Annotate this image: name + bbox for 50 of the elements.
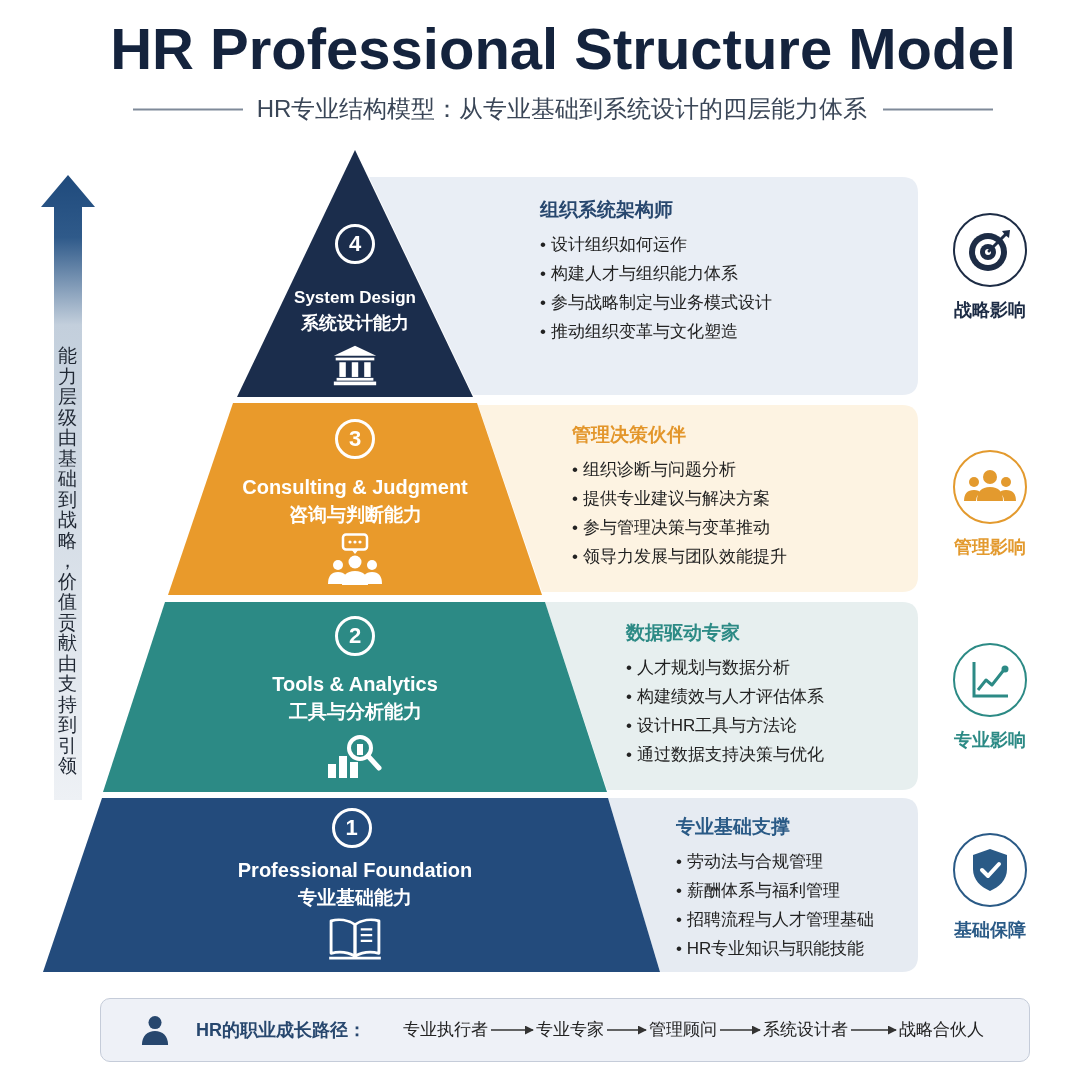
bullet-item: • 人才规划与数据分析 xyxy=(626,657,790,679)
bullet-item: • 招聘流程与人才管理基础 xyxy=(676,909,874,931)
career-path-bar xyxy=(100,998,1030,1062)
bullet-item: • 薪酬体系与福利管理 xyxy=(676,880,840,902)
arrow-caption: 能力层级由基础到战略，价值贡献由支持到引领 xyxy=(57,346,78,777)
bullet-item: • 构建人才与组织能力体系 xyxy=(540,263,738,285)
step-number: 1 xyxy=(331,808,372,848)
bullet-item: • HR专业知识与职能技能 xyxy=(676,938,865,960)
panel-heading: 组织系统架构师 xyxy=(540,198,673,222)
impact-label: 战略影响 xyxy=(954,299,1026,322)
bullet-item: • 推动组织变革与文化塑造 xyxy=(540,321,738,343)
bullet-item: • 提供专业建议与解决方案 xyxy=(572,488,770,510)
impact-label: 基础保障 xyxy=(954,919,1026,942)
career-stage: 系统设计者 xyxy=(763,1018,848,1042)
bullet-item: • 设计HR工具与方法论 xyxy=(626,715,798,737)
step-number: 3 xyxy=(335,419,375,459)
arrow xyxy=(490,1025,534,1035)
title: HR Professional Structure Model xyxy=(110,16,1016,82)
step-number: 4 xyxy=(335,224,375,264)
bullet-item: • 组织诊断与问题分析 xyxy=(572,459,736,481)
career-stage: 专业执行者 xyxy=(403,1018,488,1042)
career-stage: 管理顾问 xyxy=(649,1018,717,1042)
career-stage: 战略合伙人 xyxy=(899,1018,984,1042)
tier-subtitle: 咨询与判断能力 xyxy=(288,503,422,526)
bullet-item: • 领导力发展与团队效能提升 xyxy=(572,546,787,568)
tier-title: System Design xyxy=(294,288,416,308)
panel-heading: 专业基础支撑 xyxy=(676,815,790,839)
bullet-item: • 设计组织如何运作 xyxy=(540,234,687,256)
step-number: 2 xyxy=(335,616,375,656)
bullet-item: • 通过数据支持决策与优化 xyxy=(626,744,824,766)
panel-heading: 管理决策伙伴 xyxy=(572,423,686,447)
arrow xyxy=(719,1025,761,1035)
tier-subtitle: 工具与分析能力 xyxy=(288,700,422,723)
path-heading: HR的职业成长路径： xyxy=(196,1019,366,1042)
tier-title: Consulting & Judgment xyxy=(242,475,468,499)
bullet-item: • 参与战略制定与业务模式设计 xyxy=(540,292,772,314)
bullet-item: • 构建绩效与人才评估体系 xyxy=(626,686,824,708)
tier-title: Professional Foundation xyxy=(237,858,473,882)
impact-label: 专业影响 xyxy=(954,729,1026,752)
career-stage: 专业专家 xyxy=(536,1018,604,1042)
panel-heading: 数据驱动专家 xyxy=(626,621,740,645)
tier-subtitle: 系统设计能力 xyxy=(301,312,409,334)
subtitle: HR专业结构模型：从专业基础到系统设计的四层能力体系 xyxy=(256,94,868,124)
bullet-item: • 参与管理决策与变革推动 xyxy=(572,517,770,539)
tier-title: Tools & Analytics xyxy=(272,672,438,696)
arrow xyxy=(606,1025,647,1035)
tier-subtitle: 专业基础能力 xyxy=(298,886,412,909)
bullet-item: • 劳动法与合规管理 xyxy=(676,851,823,873)
arrow xyxy=(850,1025,897,1035)
impact-label: 管理影响 xyxy=(954,536,1026,559)
